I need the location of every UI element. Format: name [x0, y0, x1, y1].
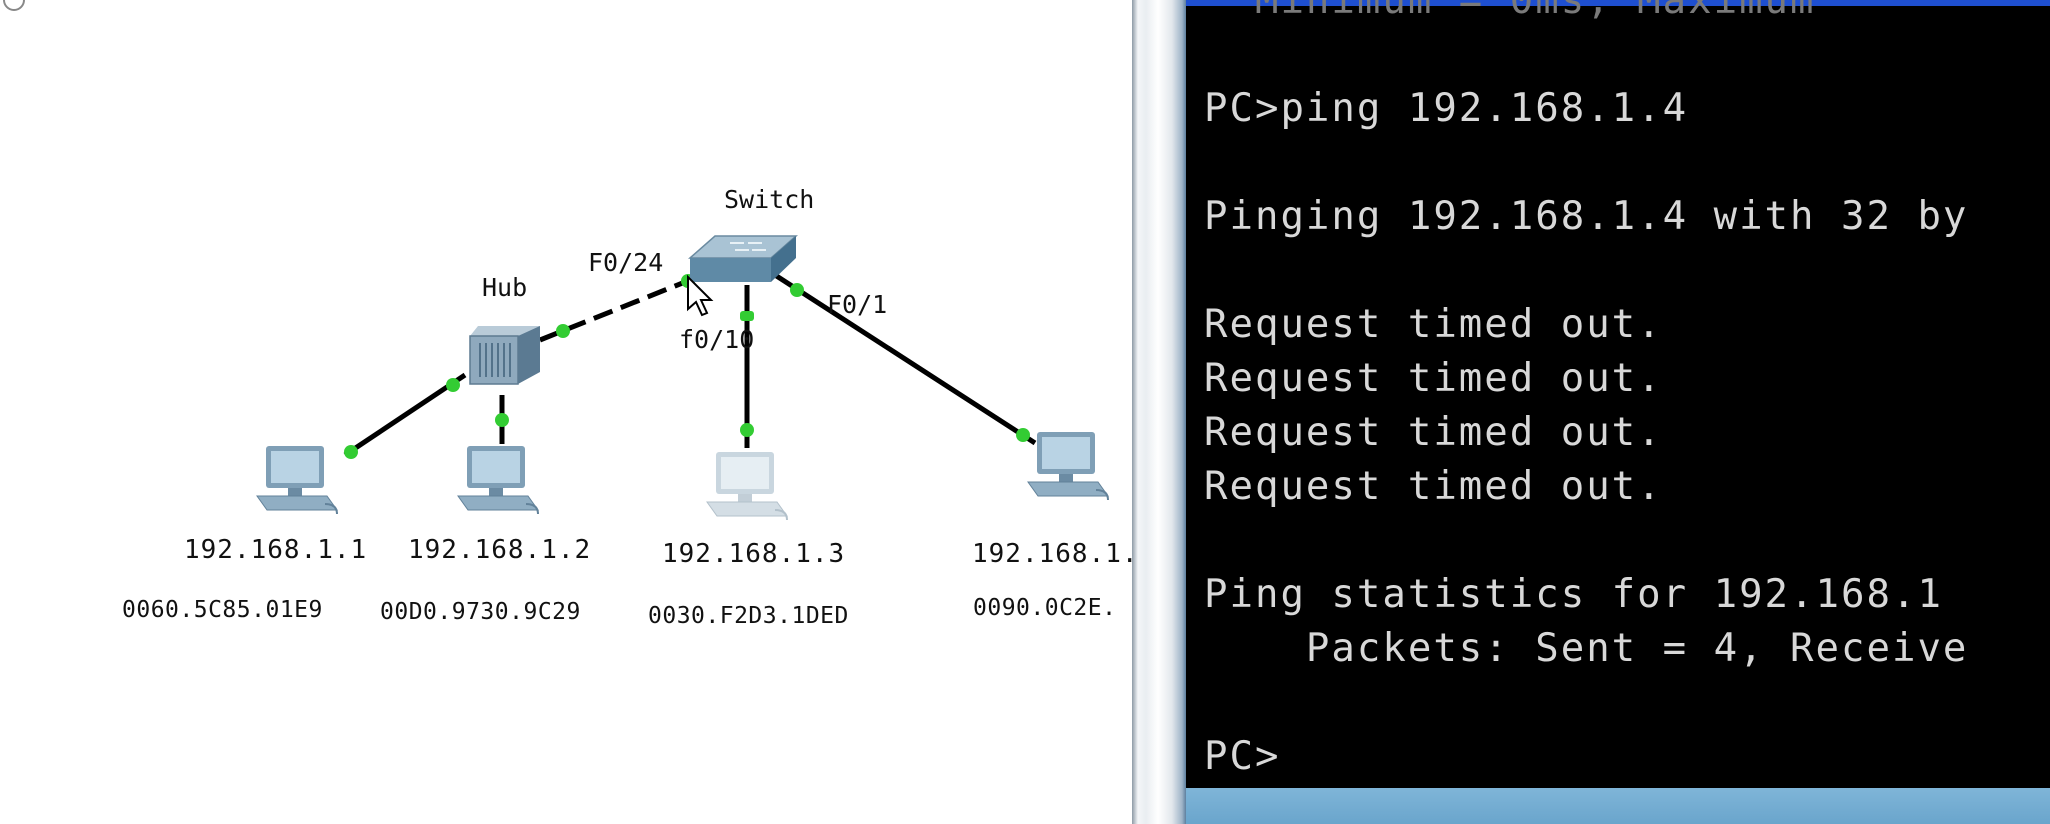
link-light	[446, 378, 460, 392]
terminal-output[interactable]: Minimum = 0ms, Maximum PC>ping 192.168.1…	[1204, 0, 1969, 784]
link-light	[556, 324, 570, 338]
terminal-line: Pinging 192.168.1.4 with 32 by	[1204, 194, 1969, 239]
terminal-line: PC>	[1204, 734, 1281, 779]
link-light	[1016, 428, 1030, 442]
link-light	[495, 413, 509, 427]
pc2-mac-label: 00D0.9730.9C29	[380, 599, 581, 625]
terminal-line	[1204, 136, 1968, 190]
hub-label: Hub	[482, 273, 528, 302]
terminal-line: Packets: Sent = 4, Receive	[1204, 626, 1969, 671]
terminal-line	[1204, 28, 1968, 82]
pc-icon[interactable]	[706, 452, 788, 521]
pc4-ip-label: 192.168.1.	[972, 539, 1132, 569]
switch-icon[interactable]	[688, 235, 798, 282]
pc1-mac-label: 0060.5C85.01E9	[122, 597, 323, 623]
pc-icon[interactable]	[256, 446, 338, 515]
pc-icon[interactable]	[1027, 432, 1109, 501]
terminal-line: Request timed out.	[1204, 410, 1663, 455]
terminal-line: Request timed out.	[1204, 464, 1663, 509]
terminal-line: Request timed out.	[1204, 302, 1663, 347]
terminal-line	[1204, 244, 1968, 298]
hub-icon[interactable]	[469, 326, 540, 385]
port-label-f010: f0/10	[679, 325, 755, 354]
link-hub-switch[interactable]	[539, 277, 691, 343]
link-light	[344, 445, 358, 459]
corner-icon	[3, 0, 25, 11]
topology-workspace[interactable]: Switch Hub F0/24 f0/10 F0/1 192.168.1.1 …	[0, 0, 1132, 824]
pc2-ip-label: 192.168.1.2	[408, 535, 592, 565]
link-light	[740, 311, 754, 321]
port-label-f01: F0/1	[827, 290, 888, 319]
terminal-line: Ping statistics for 192.168.1	[1204, 572, 1943, 617]
command-prompt-terminal[interactable]: Minimum = 0ms, Maximum PC>ping 192.168.1…	[1186, 0, 2050, 824]
mouse-cursor-icon	[687, 274, 714, 317]
port-label-f024: F0/24	[588, 248, 664, 277]
link-pc1-hub[interactable]	[343, 372, 467, 458]
window-separator	[1132, 0, 1186, 824]
topology-diagram	[3, 0, 1109, 521]
pc1-ip-label: 192.168.1.1	[184, 535, 368, 565]
terminal-line: Request timed out.	[1204, 356, 1663, 401]
pc3-ip-label: 192.168.1.3	[662, 539, 846, 569]
terminal-line	[1204, 676, 1968, 730]
switch-label: Switch	[724, 185, 815, 214]
link-light	[790, 283, 804, 297]
pc3-mac-label: 0030.F2D3.1DED	[648, 603, 849, 629]
terminal-line: Minimum = 0ms, Maximum	[1204, 0, 1816, 23]
link-switch-pc4[interactable]	[773, 272, 1037, 446]
link-light	[740, 423, 754, 437]
terminal-line: PC>ping 192.168.1.4	[1204, 86, 1689, 131]
terminal-line	[1204, 514, 1968, 568]
terminal-title-bar	[1186, 0, 2050, 6]
pc-icon[interactable]	[457, 446, 539, 515]
pc4-mac-label: 0090.0C2E.	[973, 595, 1117, 621]
terminal-bottom-bar	[1186, 788, 2050, 824]
